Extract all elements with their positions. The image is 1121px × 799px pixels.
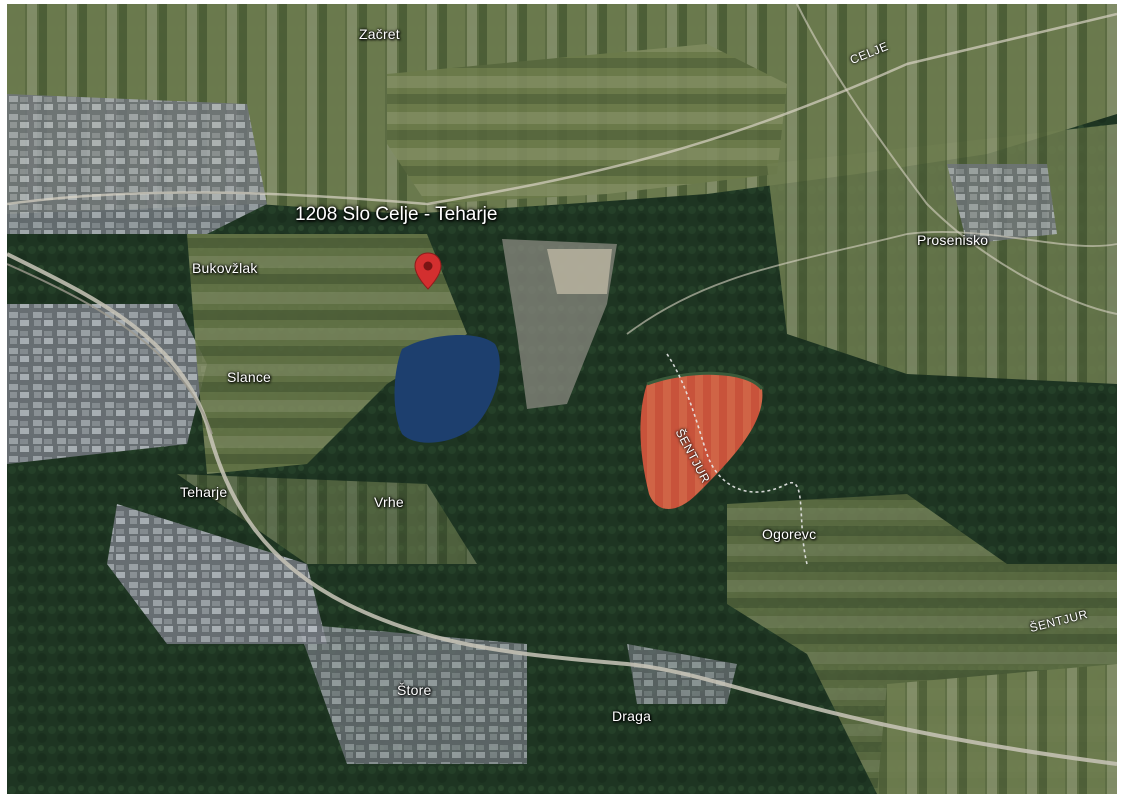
place-label-prosenisko: Prosenisko <box>917 232 989 248</box>
place-label-store: Štore <box>397 682 432 698</box>
place-label-ogorevc: Ogorevc <box>762 526 817 542</box>
place-label-slance: Slance <box>227 369 272 385</box>
satellite-imagery <box>7 4 1117 794</box>
place-label-bukovzlak: Bukovžlak <box>192 260 258 276</box>
place-label-zacret: Začret <box>359 26 400 42</box>
satellite-map[interactable]: 1208 Slo Celje - Teharje Začret Bukovžla… <box>7 4 1117 794</box>
marker-title[interactable]: 1208 Slo Celje - Teharje <box>295 204 498 225</box>
place-label-teharje: Teharje <box>180 484 228 500</box>
place-label-vrhe: Vrhe <box>374 494 404 510</box>
place-label-draga: Draga <box>612 708 652 724</box>
map-pin-icon[interactable] <box>413 252 443 290</box>
